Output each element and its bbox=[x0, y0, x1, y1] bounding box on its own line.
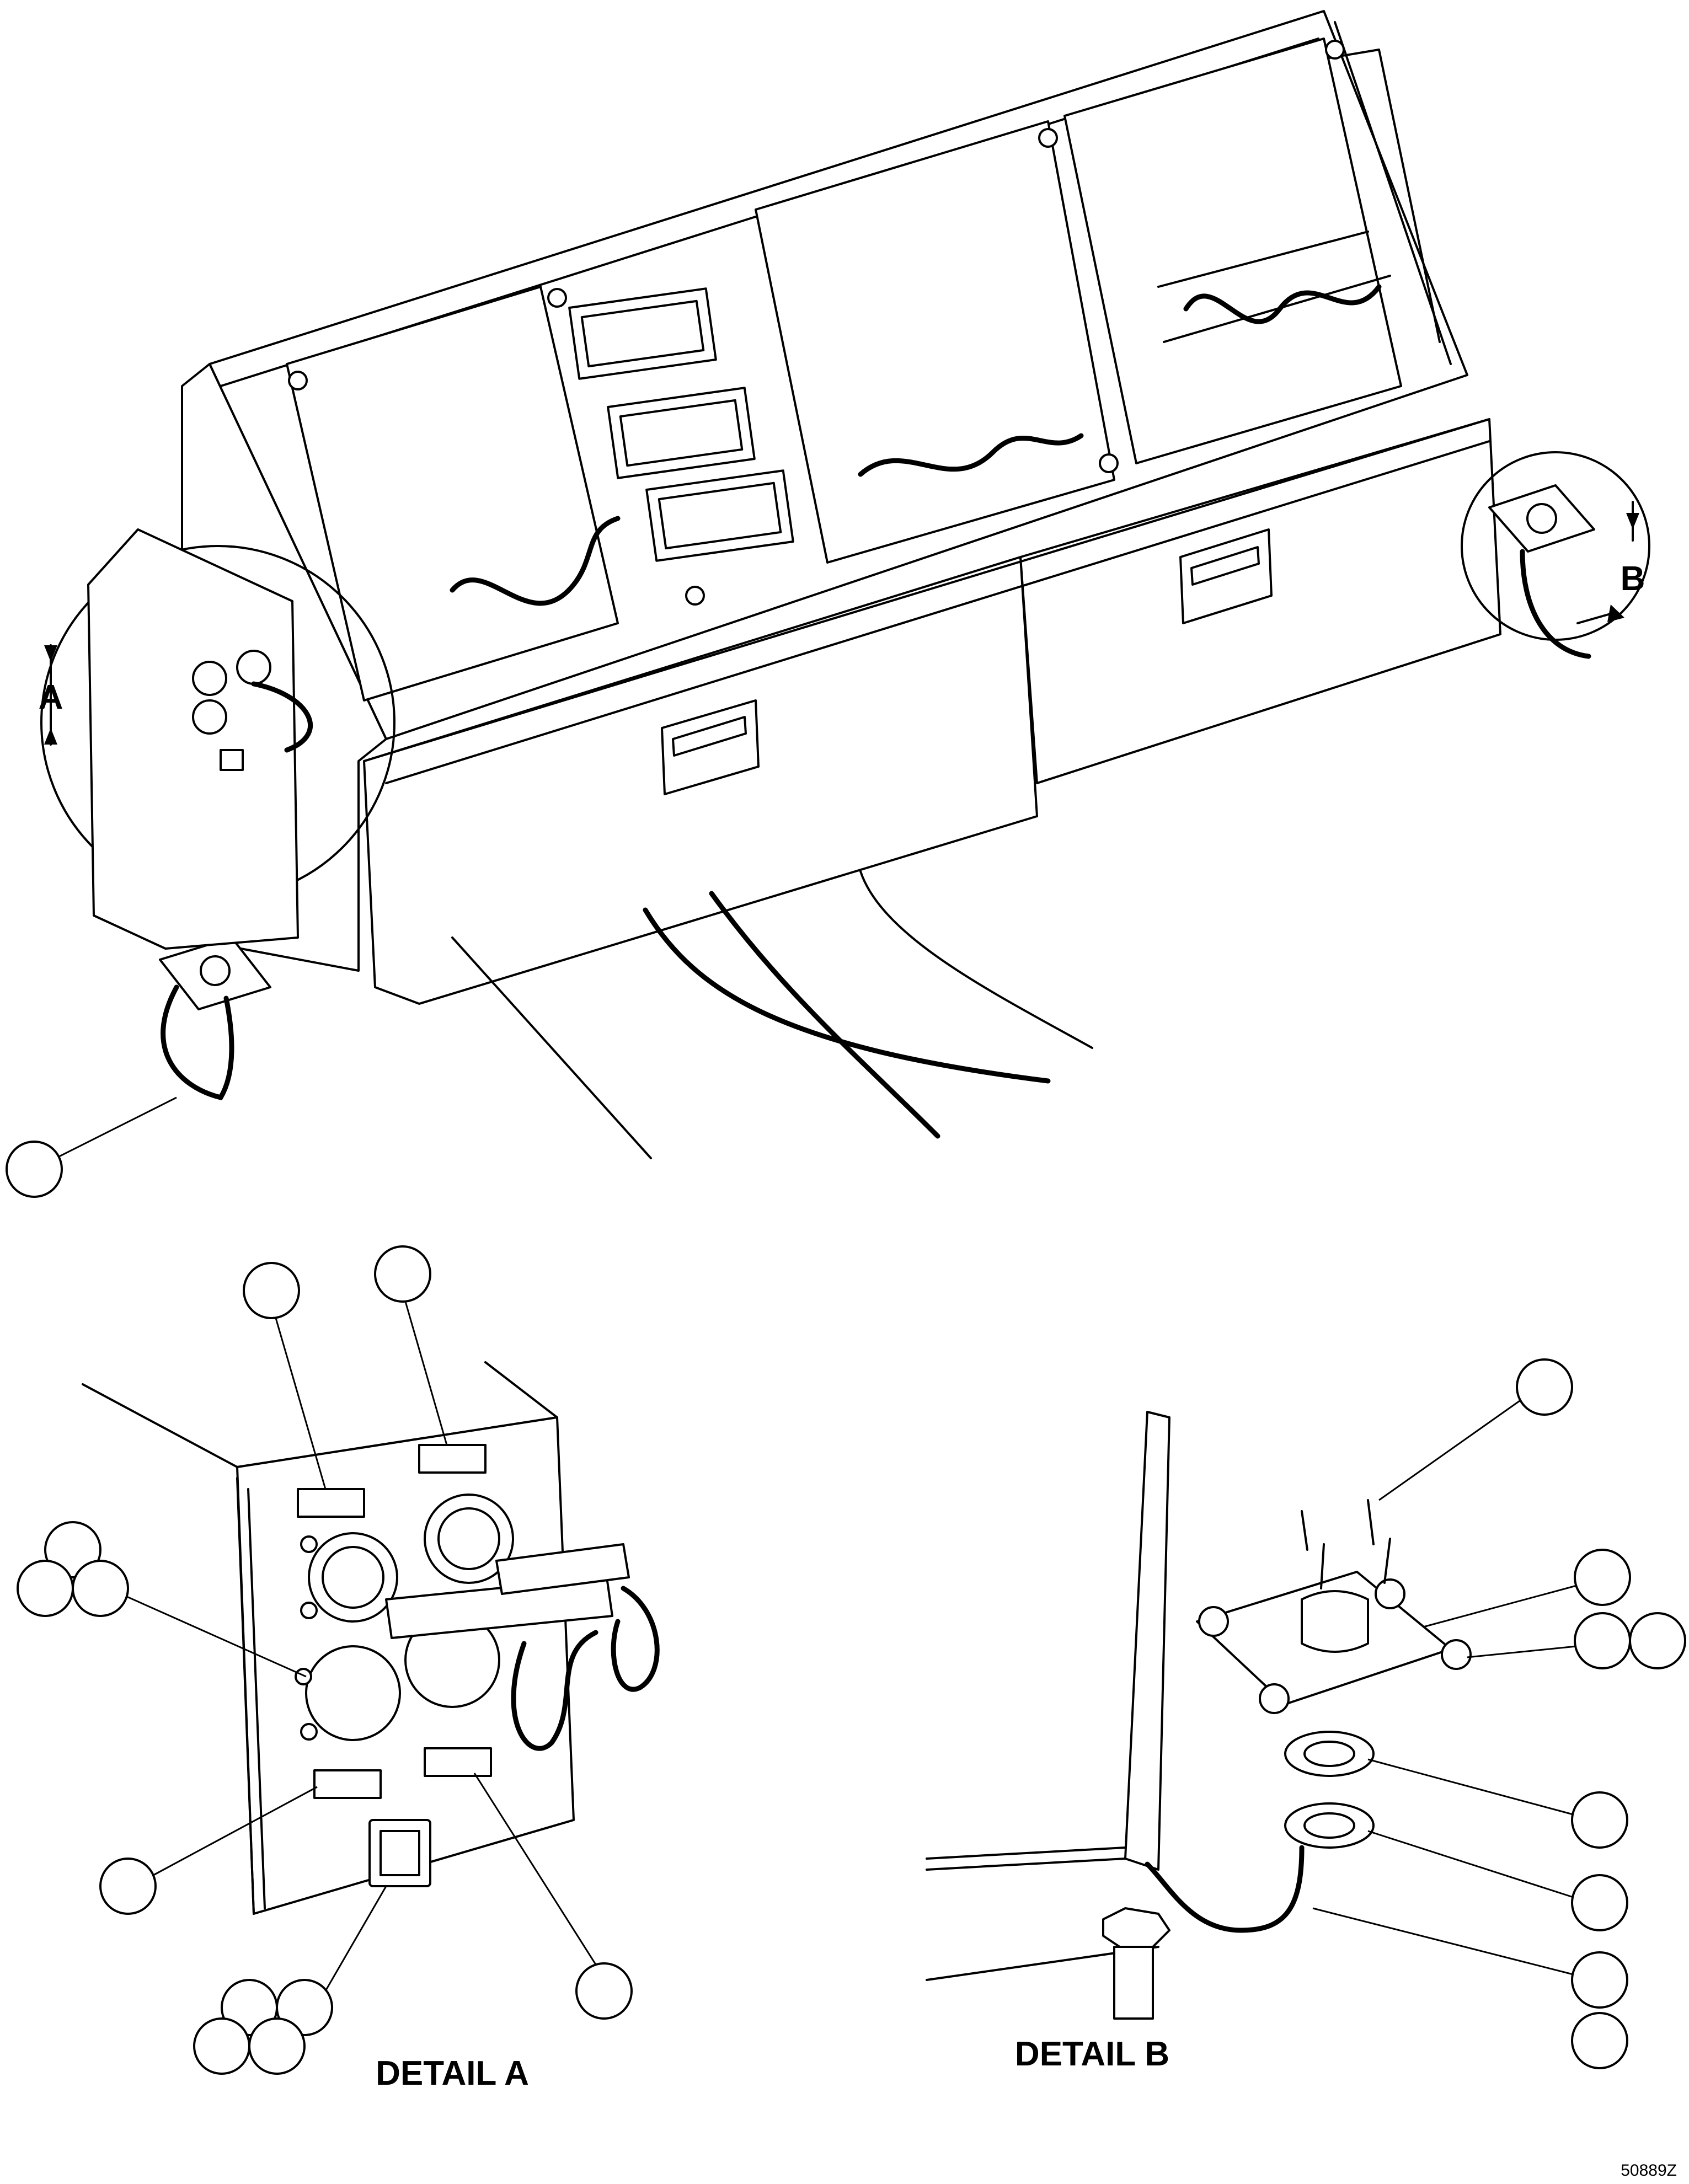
label-plate-lower-right bbox=[424, 1747, 492, 1777]
label-plate-upper-left bbox=[297, 1488, 365, 1518]
detail-b-marker: B bbox=[1621, 560, 1645, 598]
label-plate-lower-left bbox=[313, 1769, 382, 1799]
main-assembly-view: A B bbox=[6, 10, 1650, 1198]
detail-b-circle bbox=[1461, 451, 1650, 641]
left-drawer-handle bbox=[661, 699, 760, 795]
label-plate-upper-right bbox=[418, 1444, 487, 1474]
upper-gasket bbox=[1284, 1731, 1375, 1777]
lower-gasket bbox=[1284, 1802, 1375, 1849]
drawing-number: 50889Z bbox=[1621, 2161, 1677, 2180]
lower-right-drawer bbox=[1019, 418, 1501, 784]
detail-a-caption: DETAIL A bbox=[376, 2054, 529, 2092]
indicator-lamp bbox=[368, 1819, 431, 1887]
detail-b-view: DETAIL B bbox=[926, 1358, 1686, 2073]
callout-balloon bbox=[6, 1141, 63, 1198]
detail-a-enclosure bbox=[87, 528, 299, 950]
internal-modules bbox=[286, 38, 1402, 702]
detail-a-marker: A bbox=[39, 678, 63, 716]
connector-lower-left bbox=[305, 1645, 401, 1741]
mount-coupler bbox=[1301, 1590, 1369, 1653]
detail-b-caption: DETAIL B bbox=[1015, 2035, 1169, 2073]
right-drawer-handle bbox=[1179, 528, 1273, 624]
foot-bolt-head bbox=[1102, 1907, 1170, 1948]
detail-a-view: DETAIL A bbox=[17, 1245, 660, 2092]
